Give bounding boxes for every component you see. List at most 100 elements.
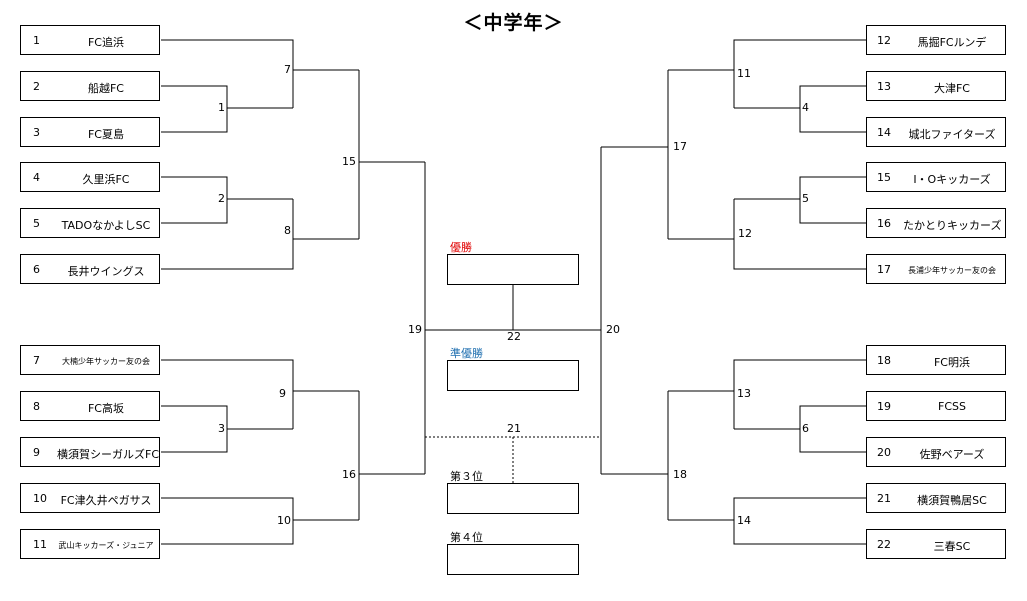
match-label-18: 18 xyxy=(673,468,687,481)
team-box-22: 22 三春SC xyxy=(866,529,1006,559)
team-name: FC追浜 xyxy=(87,36,124,49)
team-number: 20 xyxy=(877,446,891,459)
team-number: 13 xyxy=(877,80,891,93)
line-match-7 xyxy=(161,39,359,108)
team-number: 4 xyxy=(33,171,40,184)
team-box-20: 20 佐野ベアーズ xyxy=(866,437,1006,467)
line-match-14 xyxy=(668,497,866,545)
team-box-16: 16 たかとりキッカーズ xyxy=(866,208,1006,238)
team-box-19: 19 FCSS xyxy=(866,391,1006,421)
team-name: 佐野ベアーズ xyxy=(919,448,985,461)
team-number: 8 xyxy=(33,400,40,413)
match-label-8: 8 xyxy=(284,224,291,237)
team-box-11: 11 武山キッカーズ・ジュニア xyxy=(20,529,160,559)
team-box-1: 1 FC追浜 xyxy=(20,25,160,55)
team-name: 横須賀シーガルズFC xyxy=(57,448,160,461)
team-name: FC夏島 xyxy=(87,128,124,141)
team-box-7: 7 大楠少年サッカー友の会 xyxy=(20,345,160,375)
team-box-17: 17 長浦少年サッカー友の会 xyxy=(866,254,1006,284)
line-match-9 xyxy=(161,359,359,429)
runner-up-box xyxy=(447,360,579,391)
team-name: FC津久井ペガサス xyxy=(60,494,152,507)
team-number: 16 xyxy=(877,217,891,230)
line-match-8 xyxy=(161,199,359,270)
team-number: 17 xyxy=(877,263,891,276)
team-box-4: 4 久里浜FC xyxy=(20,162,160,192)
match-label-7: 7 xyxy=(284,63,291,76)
team-box-9: 9 横須賀シーガルズFC xyxy=(20,437,160,467)
team-name: I・Oキッカーズ xyxy=(913,173,991,186)
runner-up-label: 準優勝 xyxy=(450,347,483,360)
team-box-8: 8 FC高坂 xyxy=(20,391,160,421)
team-box-18: 18 FC明浜 xyxy=(866,345,1006,375)
line-match-4 xyxy=(734,85,866,133)
match-label-12: 12 xyxy=(738,227,752,240)
match-label-1: 1 xyxy=(218,101,225,114)
team-number: 9 xyxy=(33,446,40,459)
match-label-4: 4 xyxy=(802,101,809,114)
match-label-3: 3 xyxy=(218,422,225,435)
match-label-17: 17 xyxy=(673,140,687,153)
team-box-15: 15 I・Oキッカーズ xyxy=(866,162,1006,192)
line-match-12 xyxy=(668,199,866,270)
line-match-21 xyxy=(425,436,601,484)
match-label-11: 11 xyxy=(737,67,751,80)
team-name: 長浦少年サッカー友の会 xyxy=(908,266,996,275)
team-number: 14 xyxy=(877,126,891,139)
team-number: 1 xyxy=(33,34,40,47)
line-match-6 xyxy=(734,405,866,453)
team-number: 11 xyxy=(33,538,47,551)
match-label-16: 16 xyxy=(342,468,356,481)
team-box-10: 10 FC津久井ペガサス xyxy=(20,483,160,513)
match-label-9: 9 xyxy=(279,387,286,400)
match-label-21: 21 xyxy=(507,422,521,435)
team-name: 馬掘FCルンデ xyxy=(917,36,987,49)
team-name: FC明浜 xyxy=(933,356,970,369)
match-label-10: 10 xyxy=(277,514,291,527)
team-box-2: 2 船越FC xyxy=(20,71,160,101)
team-number: 6 xyxy=(33,263,40,276)
team-box-5: 5 TADOなかよしSC xyxy=(20,208,160,238)
fourth-place-box xyxy=(447,544,579,575)
match-label-13: 13 xyxy=(737,387,751,400)
line-match-16 xyxy=(358,391,425,520)
team-name: 大楠少年サッカー友の会 xyxy=(62,357,150,366)
line-match-15 xyxy=(358,70,425,239)
team-number: 21 xyxy=(877,492,891,505)
team-box-21: 21 横須賀鴨居SC xyxy=(866,483,1006,513)
third-place-box xyxy=(447,483,579,514)
match-label-20: 20 xyxy=(606,323,620,336)
line-match-2 xyxy=(161,176,293,224)
fourth-place-label: 第４位 xyxy=(450,531,483,544)
line-match-1 xyxy=(161,85,293,133)
match-label-6: 6 xyxy=(802,422,809,435)
match-label-2: 2 xyxy=(218,192,225,205)
team-name: 三春SC xyxy=(933,540,971,553)
team-box-14: 14 城北ファイターズ xyxy=(866,117,1006,147)
team-number: 10 xyxy=(33,492,47,505)
team-box-6: 6 長井ウイングス xyxy=(20,254,160,284)
team-box-12: 12 馬掘FCルンデ xyxy=(866,25,1006,55)
team-name: TADOなかよしSC xyxy=(61,219,151,232)
team-name: たかとりキッカーズ xyxy=(903,219,1002,232)
team-name: 長井ウイングス xyxy=(67,265,145,278)
line-match-3 xyxy=(161,405,293,453)
team-name: FCSS xyxy=(938,400,966,413)
team-name: 船越FC xyxy=(87,82,124,95)
winner-label: 優勝 xyxy=(450,241,472,254)
match-label-5: 5 xyxy=(802,192,809,205)
team-name: 城北ファイターズ xyxy=(908,128,996,141)
team-box-13: 13 大津FC xyxy=(866,71,1006,101)
line-match-10 xyxy=(161,497,359,545)
team-name: FC高坂 xyxy=(87,402,124,415)
match-label-14: 14 xyxy=(737,514,751,527)
line-match-11 xyxy=(668,39,866,108)
match-label-15: 15 xyxy=(342,155,356,168)
line-match-17 xyxy=(601,70,669,239)
team-number: 22 xyxy=(877,538,891,551)
team-number: 5 xyxy=(33,217,40,230)
team-name: 大津FC xyxy=(933,82,970,95)
team-number: 2 xyxy=(33,80,40,93)
match-label-19: 19 xyxy=(408,323,422,336)
